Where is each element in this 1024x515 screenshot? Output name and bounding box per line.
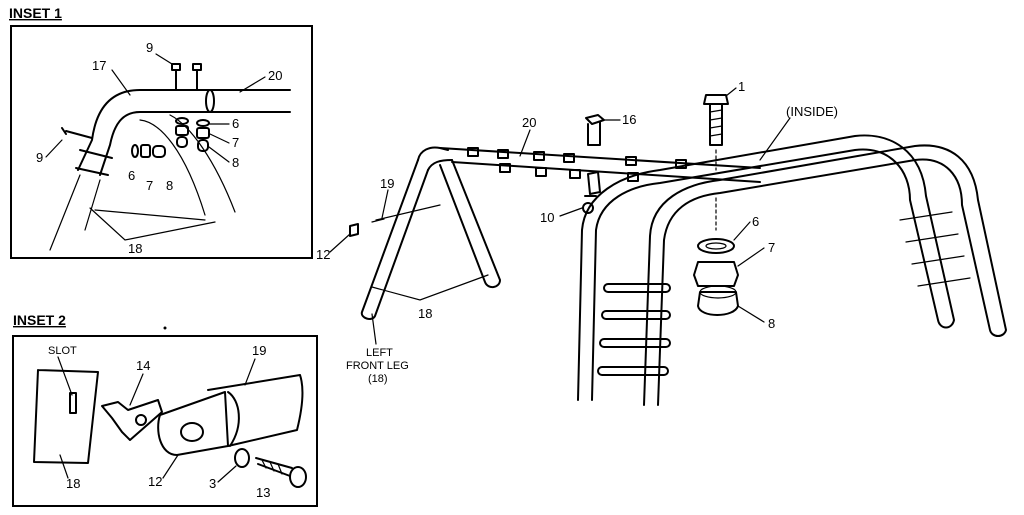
inset-1-leader-18 <box>89 207 216 241</box>
inset-1-elbow <box>77 89 141 176</box>
label-3: 3 <box>209 476 216 491</box>
part-12 <box>349 223 359 237</box>
label-1: 1 <box>738 79 745 94</box>
inset-2: INSET 2 SLOT 14 19 18 12 3 13 <box>12 312 318 507</box>
label-20-main: 20 <box>522 115 536 130</box>
label-slot: SLOT <box>48 345 77 357</box>
label-10: 10 <box>540 210 554 225</box>
label-17: 17 <box>92 58 106 73</box>
inset-1-legs <box>49 114 236 251</box>
tube-19 <box>207 374 304 447</box>
top-bar-bolt-heads <box>467 147 687 182</box>
bracket-12 <box>157 391 229 456</box>
label-inside: (INSIDE) <box>786 104 838 119</box>
label-12-main: 12 <box>316 247 330 262</box>
label-16: 16 <box>622 112 636 127</box>
inset-1-hardware-stack <box>175 117 210 152</box>
inset-2-leg-tube <box>33 369 99 464</box>
inset-1-title: INSET 1 <box>9 5 62 21</box>
label-8: 8 <box>232 155 239 170</box>
left-front-leg <box>360 159 429 320</box>
inset-1-frame <box>10 25 313 259</box>
left-elbow <box>417 146 453 171</box>
inset-1-bolt-icon <box>171 63 181 91</box>
main-hardware-stack <box>693 238 739 316</box>
label-7: 7 <box>232 135 239 150</box>
label-20: 20 <box>268 68 282 83</box>
part-10 <box>582 171 601 214</box>
main-assembly: 1 (INSIDE) 20 16 19 10 12 18 6 7 8 LEFT … <box>316 79 1007 406</box>
inset-1: INSET 1 9 17 <box>9 5 313 259</box>
label-9: 9 <box>146 40 153 55</box>
label-7-side: 7 <box>146 178 153 193</box>
inset-1-bar-joint <box>205 89 215 113</box>
inner-arch <box>643 144 1007 406</box>
label-19: 19 <box>252 343 266 358</box>
left-leg-leader <box>371 274 489 301</box>
slot-icon <box>69 392 77 414</box>
label-14: 14 <box>136 358 150 373</box>
outer-arch <box>577 134 955 401</box>
rear-ladder <box>899 211 971 287</box>
label-13: 13 <box>256 485 270 500</box>
label-8-main: 8 <box>768 316 775 331</box>
label-18-inset2: 18 <box>66 476 80 491</box>
inset-1-leg-brace <box>94 209 206 221</box>
label-6-main: 6 <box>752 214 759 229</box>
caption-front-leg: FRONT LEG <box>346 360 409 372</box>
washer-3 <box>234 448 250 468</box>
inset-1-side-hardware <box>131 144 166 158</box>
inset-2-title: INSET 2 <box>13 312 66 328</box>
left-brace <box>375 204 441 221</box>
label-18: 18 <box>128 241 142 256</box>
inset-1-side-bolt-icon <box>61 127 93 139</box>
inset-2-frame <box>12 335 318 507</box>
label-9-side: 9 <box>36 150 43 165</box>
label-6: 6 <box>232 116 239 131</box>
label-12: 12 <box>148 474 162 489</box>
bolt-16 <box>585 114 605 146</box>
caption-part-number: (18) <box>368 373 388 385</box>
label-19-main: 19 <box>380 176 394 191</box>
top-bar <box>439 147 761 183</box>
front-ladder <box>597 283 671 376</box>
clip-14 <box>101 399 163 441</box>
inset-1-top-bar <box>139 89 291 113</box>
inset-1-bolt-icon-2 <box>192 63 202 91</box>
label-7-main: 7 <box>768 240 775 255</box>
caption-left: LEFT <box>366 347 393 359</box>
main-bolt-1 <box>703 94 729 231</box>
label-8-side: 8 <box>166 178 173 193</box>
left-rear-leg <box>439 159 501 288</box>
label-6-side: 6 <box>128 168 135 183</box>
screw-13 <box>289 466 307 488</box>
label-18-main: 18 <box>418 306 432 321</box>
inset-1-collar <box>75 149 113 176</box>
